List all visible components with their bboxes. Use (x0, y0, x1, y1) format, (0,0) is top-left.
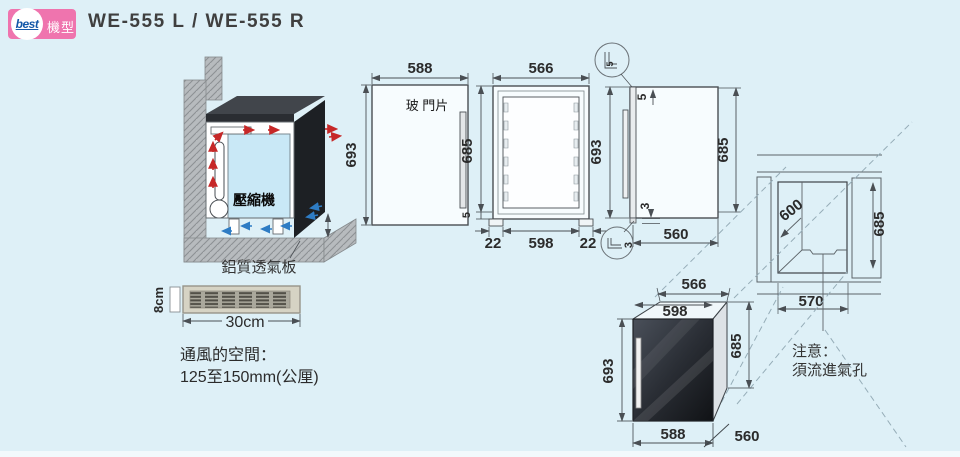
brand-badge: best 機型 (8, 8, 76, 40)
iso-door-width-label: 598 (662, 303, 687, 320)
page-title: WE-555 L / WE-555 R (88, 11, 306, 32)
shelf-supports-left (503, 102, 509, 202)
iso-door-handle (635, 337, 642, 409)
condenser-tube (214, 141, 225, 201)
cabinet-height-label: 685 (459, 138, 476, 163)
iso-back-height-label: 685 (728, 333, 745, 358)
countertop (206, 96, 325, 114)
vent-space-text-2: 125至150mm(公厘) (180, 369, 319, 386)
side-back-height-label: 685 (715, 137, 732, 162)
isometric-view: 598 566 693 685 588 560 (600, 276, 760, 448)
door-height-label: 693 (343, 142, 360, 167)
header: best 機型 WE-555 L / WE-555 R (0, 0, 960, 50)
vent-grille: 8cm 30cm 通風的空間： 125至150mm(公厘) (151, 285, 319, 386)
niche-view: 600 685 570 (756, 154, 888, 331)
brand-logo-text: best (15, 17, 39, 31)
vent-plate-leader (289, 240, 301, 259)
shelf-supports-right (573, 102, 579, 202)
grille-side-profile (169, 286, 181, 313)
hot-air-arrows (208, 124, 343, 188)
niche-right-wall (851, 177, 882, 279)
wall-top-strip (204, 56, 223, 101)
cabinet-width-label: 566 (528, 60, 553, 77)
note-block: 注意： 須流進氣孔 (792, 342, 867, 379)
grille-width-label: 30cm (225, 314, 264, 331)
iso-glass-door (632, 318, 714, 422)
door-width-label: 588 (407, 60, 432, 77)
note-line-2: 須流進氣孔 (792, 362, 867, 379)
vent-plate-label: 鋁質透氣板 (221, 258, 296, 276)
brand-logo-circle: best (11, 8, 43, 40)
installation-diagram: 壓縮機 鋁質透氣板 (183, 56, 357, 276)
niche-interior-lines (777, 182, 847, 274)
niche-left-wall (756, 176, 772, 283)
door-handle (459, 111, 467, 209)
niche-width-label: 570 (798, 293, 823, 310)
cool-air-arrows (221, 202, 323, 236)
iso-height-label: 693 (600, 358, 617, 383)
side-depth-label: 560 (663, 226, 688, 243)
margin-left-label: 22 (485, 235, 502, 252)
floor-front (323, 218, 357, 263)
iso-depth-label: 560 (734, 428, 759, 445)
compressor-label: 壓縮機 (233, 192, 275, 208)
vent-space-text-1: 通風的空間： (180, 346, 276, 364)
cabinet-front-view: 566 685 5 22 598 22 (459, 60, 607, 252)
projection-lines (654, 121, 913, 448)
side-outline (629, 86, 719, 219)
badge-model-label: 機型 (47, 20, 76, 35)
side-bottom-gap-label: 3 (638, 202, 652, 209)
compressor-icon (209, 199, 229, 219)
glass-door-label: 玻 門片 (406, 98, 449, 113)
grille-slats (189, 290, 291, 309)
detail-circle-bottom (600, 226, 634, 260)
grille-height-label: 8cm (151, 287, 166, 313)
detail-top-label: 5 (605, 61, 615, 66)
side-handle (622, 109, 629, 199)
iso-top-depth-label: 566 (681, 276, 706, 293)
detail-bottom-label: 3 (623, 242, 635, 248)
detail-circle-top (594, 42, 630, 78)
side-view: 5 5 693 685 560 3 3 (588, 42, 741, 260)
bottom-strip (0, 451, 960, 457)
unit-interior (227, 133, 291, 219)
unit-foot-right (272, 218, 284, 235)
side-door-edge (629, 86, 637, 219)
cabinet-plate-label: 5 (461, 212, 473, 218)
side-door-overhang (629, 217, 637, 224)
niche-opening (777, 181, 848, 274)
counter-front-edge (206, 114, 294, 122)
wall-left (183, 79, 207, 263)
side-top-gap-label: 5 (635, 93, 649, 100)
note-line-1: 注意： (792, 342, 837, 360)
niche-height-label: 685 (871, 211, 888, 236)
floor (183, 237, 325, 263)
side-height-label: 693 (588, 139, 605, 164)
cabinet-cavity (502, 96, 580, 209)
iso-side-face (712, 300, 728, 422)
door-width-bottom-label: 598 (528, 235, 553, 252)
door-front-view: 玻 門片 588 693 (343, 60, 469, 226)
margin-right-label: 22 (580, 235, 597, 252)
door-panel-outline (371, 84, 469, 226)
iso-width-label: 588 (660, 426, 685, 443)
